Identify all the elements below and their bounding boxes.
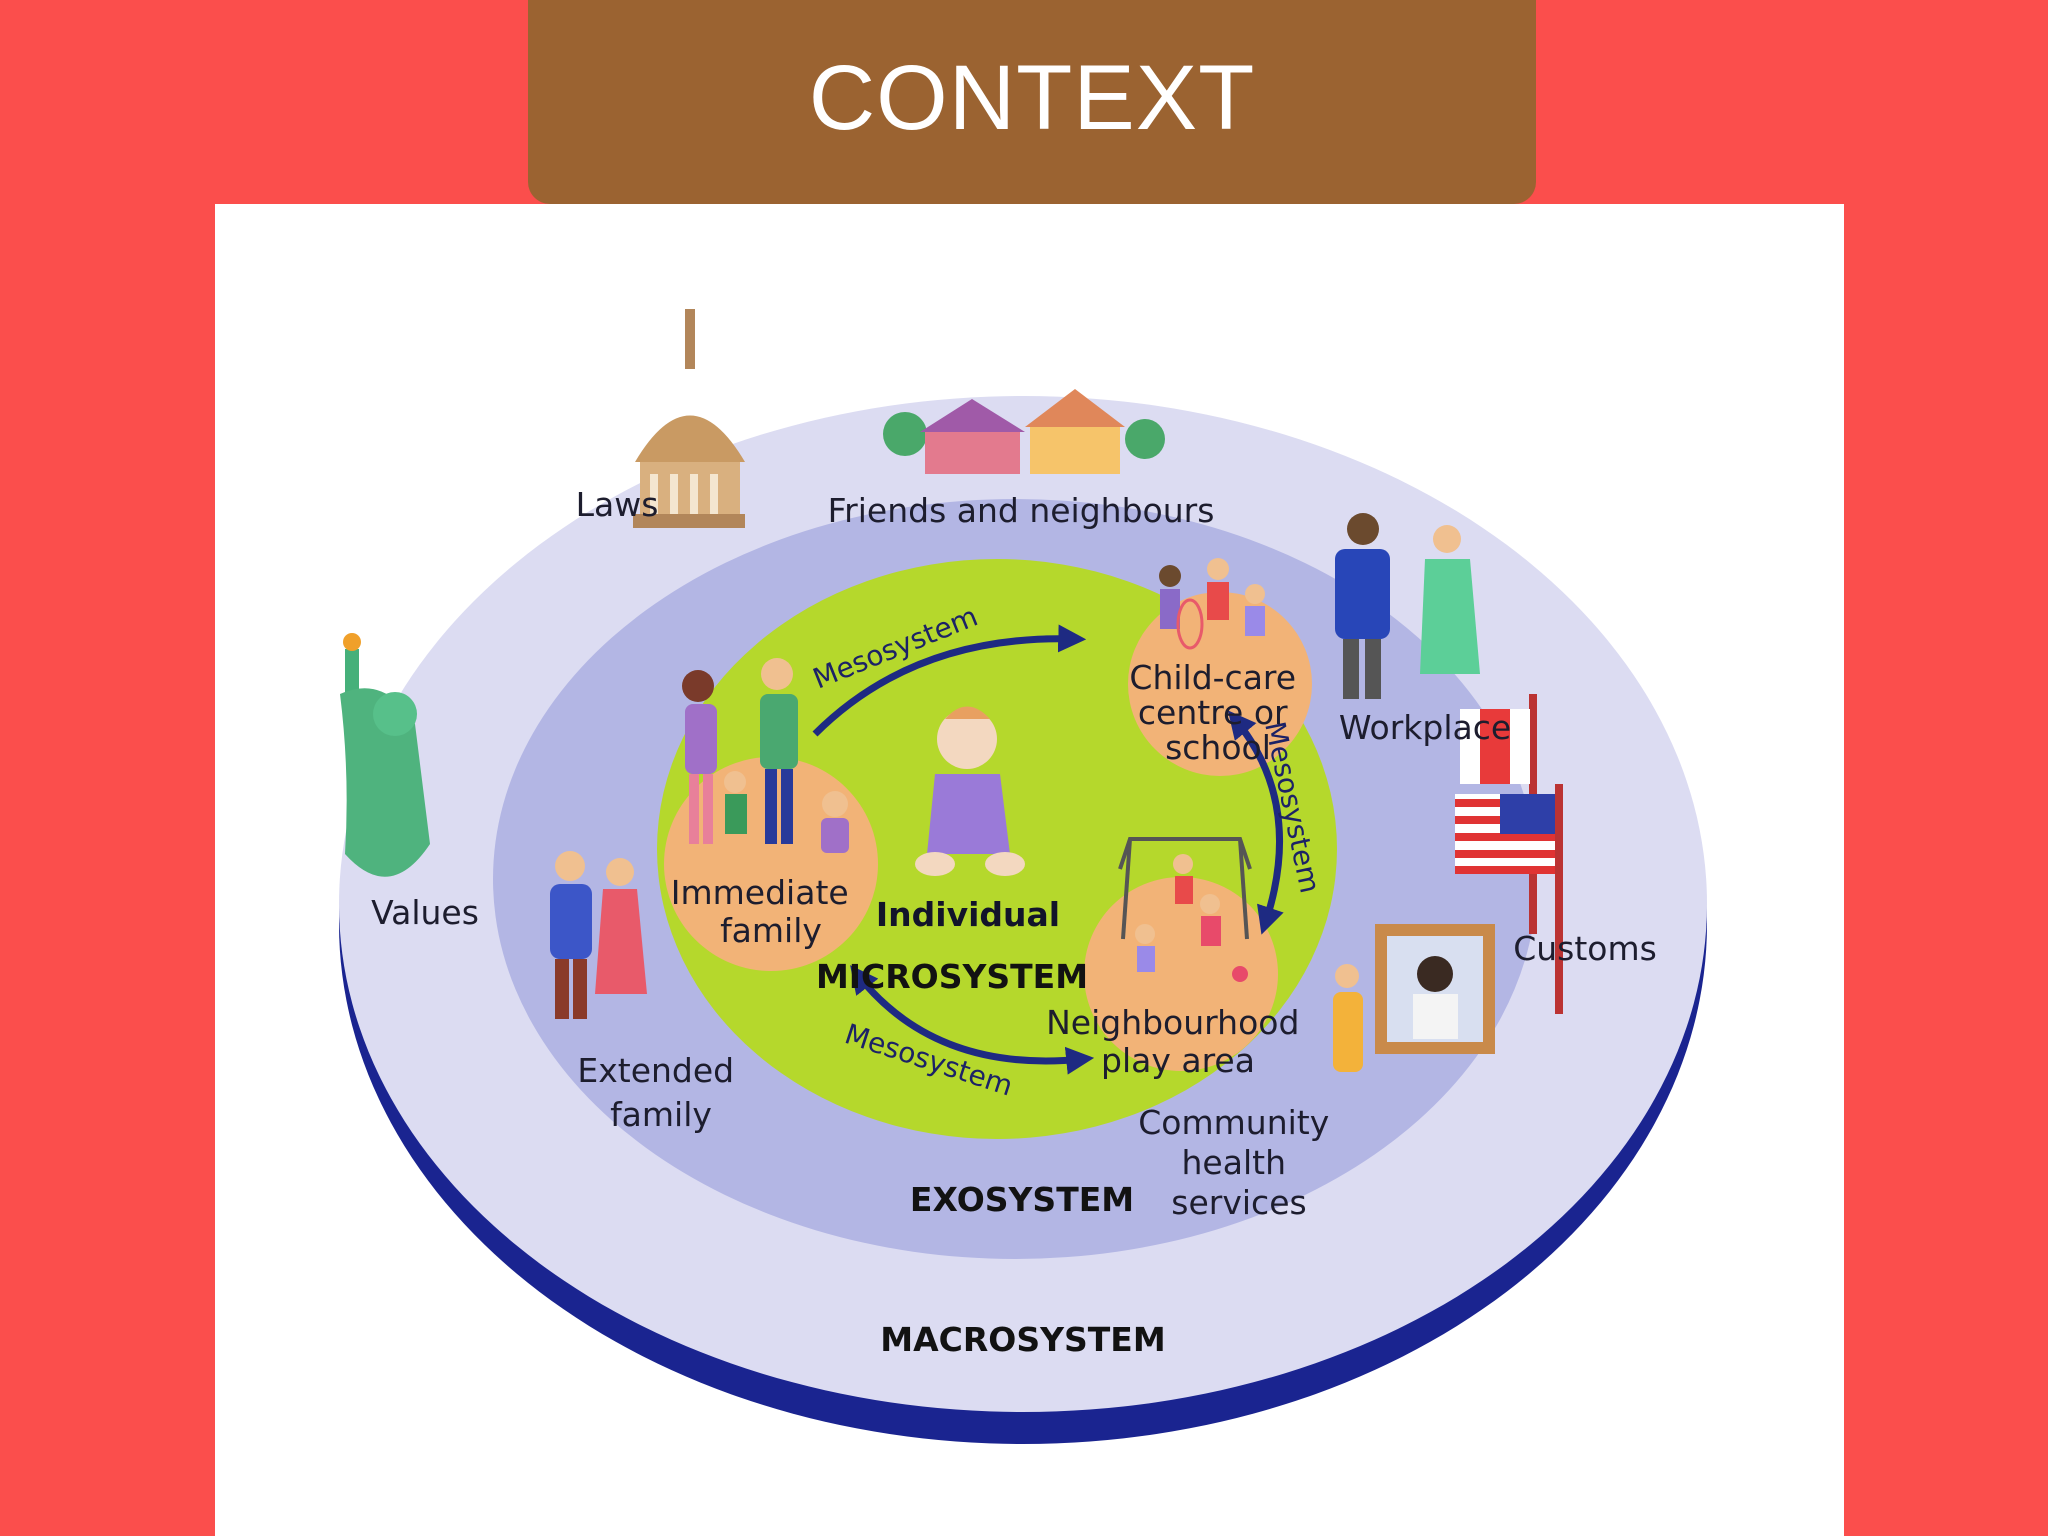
play-area-line-2: play area bbox=[1101, 1041, 1255, 1080]
customs-label: Customs bbox=[1513, 929, 1657, 968]
flags-icon bbox=[1455, 694, 1563, 1014]
individual-label: Individual bbox=[876, 895, 1060, 934]
childcare-line-1: Child-care bbox=[1129, 658, 1296, 697]
community-health-label: Community health services bbox=[1138, 1103, 1340, 1222]
mesosystem-arrow-top bbox=[812, 624, 1087, 737]
childcare-children-icon bbox=[1159, 558, 1265, 650]
play-area-label: Neighbourhood play area bbox=[1046, 1003, 1310, 1080]
immediate-family-line-1: Immediate bbox=[671, 873, 849, 912]
macrosystem-label: MACROSYSTEM bbox=[880, 1320, 1165, 1359]
framed-portrait-icon bbox=[1333, 924, 1495, 1072]
childcare-line-2: centre or bbox=[1138, 693, 1288, 732]
friends-neighbours-label: Friends and neighbours bbox=[828, 491, 1215, 530]
childcare-label: Child-care centre or school bbox=[1129, 658, 1306, 767]
statue-of-liberty-icon bbox=[340, 633, 430, 877]
houses-icon bbox=[883, 389, 1165, 474]
community-health-line-1: Community bbox=[1138, 1103, 1329, 1142]
values-label: Values bbox=[371, 893, 479, 932]
playground-icon bbox=[1118, 837, 1252, 982]
microsystem-label: MICROSYSTEM bbox=[816, 957, 1088, 996]
extended-family-label: Extended family bbox=[577, 1051, 744, 1134]
laws-label: Laws bbox=[576, 485, 659, 524]
slide-title: CONTEXT bbox=[808, 46, 1256, 149]
ecological-systems-diagram: Mesosystem Mesosystem Mesosystem bbox=[339, 309, 1707, 1444]
childcare-line-3: school bbox=[1165, 728, 1271, 767]
play-area-line-1: Neighbourhood bbox=[1046, 1003, 1299, 1042]
capitol-building-icon bbox=[633, 309, 745, 528]
figure-panel: Mesosystem Mesosystem Mesosystem bbox=[215, 204, 1844, 1536]
community-health-line-3: services bbox=[1171, 1183, 1306, 1222]
mesosystem-arrow-bottom bbox=[850, 965, 1095, 1075]
community-health-line-2: health bbox=[1182, 1143, 1286, 1182]
immediate-family-label: Immediate family bbox=[671, 873, 859, 950]
workplace-label: Workplace bbox=[1339, 708, 1511, 747]
exosystem-label: EXOSYSTEM bbox=[910, 1180, 1134, 1219]
immediate-family-figures-icon bbox=[682, 658, 849, 853]
title-bar: CONTEXT bbox=[528, 0, 1536, 204]
extended-family-icon bbox=[550, 851, 647, 1019]
immediate-family-line-2: family bbox=[720, 911, 822, 950]
mesosystem-arrow-right bbox=[1227, 710, 1284, 935]
extended-family-line-1: Extended bbox=[577, 1051, 734, 1090]
workplace-people-icon bbox=[1335, 513, 1480, 699]
extended-family-line-2: family bbox=[610, 1095, 712, 1134]
individual-baby-icon bbox=[915, 706, 1025, 876]
